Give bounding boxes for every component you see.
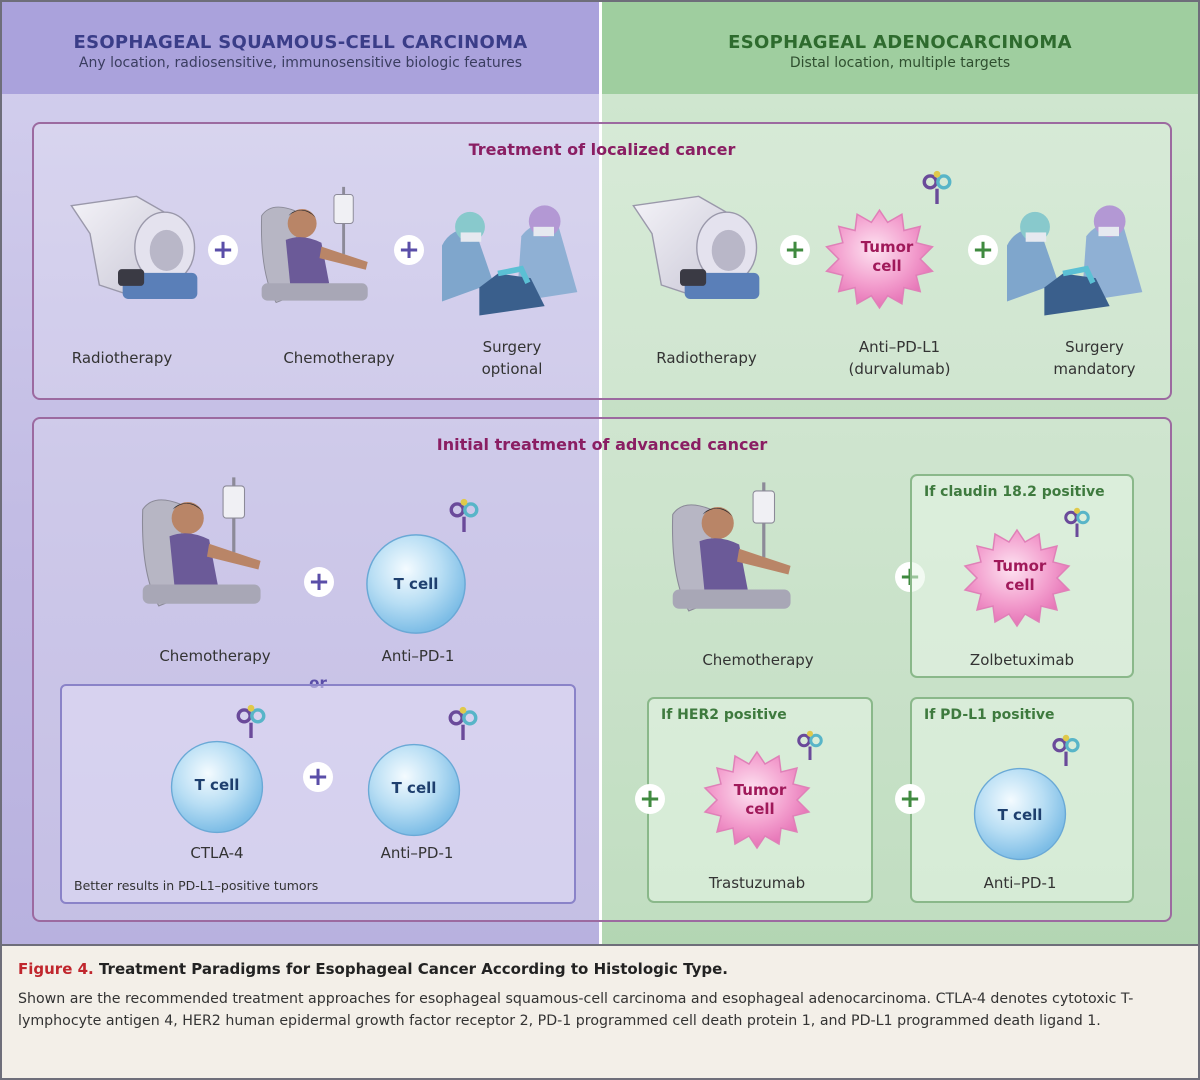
radiotherapy-label: Radiotherapy [656, 349, 757, 367]
plus-icon: + [635, 784, 665, 814]
column-divider [599, 2, 602, 944]
chemotherapy-label: Chemotherapy [283, 349, 395, 367]
plus-icon: + [780, 235, 810, 265]
tumor-cell-text: Tumor cell [860, 238, 914, 275]
anti-pd-1-label: Anti–PD-1 [983, 874, 1057, 892]
tumor-cell-text: Tumor cell [733, 781, 787, 818]
figure-number: Figure 4. [18, 960, 94, 978]
caption-body: Shown are the recommended treatment appr… [18, 991, 1134, 1029]
plus-icon: + [895, 784, 925, 814]
plus-icon: + [208, 235, 238, 265]
squamous-title: ESOPHAGEAL SQUAMOUS-CELL CARCINOMA [73, 32, 528, 53]
plus-icon: + [303, 762, 333, 792]
adeno-header [602, 2, 1198, 94]
antibody-icon [920, 170, 954, 204]
surgery-illustration [1007, 197, 1147, 322]
combination-box [60, 684, 576, 904]
ctla-4-label: CTLA-4 [190, 844, 244, 862]
plus-icon: + [968, 235, 998, 265]
t-cell-text: T cell [997, 806, 1043, 824]
antibody-icon [1050, 734, 1082, 766]
antibody-icon [795, 730, 825, 760]
tumor-cell-text: Tumor cell [993, 557, 1047, 594]
radiotherapy-illustration [62, 187, 202, 327]
figure-caption: Figure 4. Treatment Paradigms for Esopha… [2, 944, 1198, 1078]
adeno-subtitle: Distal location, multiple targets [789, 55, 1011, 71]
chemotherapy-illustration [662, 477, 812, 627]
zolbetuximab-label: Zolbetuximab [969, 651, 1075, 669]
t-cell-text: T cell [391, 779, 437, 797]
anti-pd-1-label: Anti–PD-1 [381, 647, 455, 665]
adeno-title: ESOPHAGEAL ADENOCARCINOMA [728, 32, 1072, 53]
surgery-illustration [442, 197, 582, 322]
caption-title: Treatment Paradigms for Esophageal Cance… [98, 960, 728, 978]
anti-pd-1-label: Anti–PD-1 [380, 844, 454, 862]
antibody-icon [1062, 507, 1092, 537]
antibody-icon [234, 704, 268, 738]
plus-icon: + [394, 235, 424, 265]
t-cell-text: T cell [393, 575, 439, 593]
squamous-header [2, 2, 599, 94]
antibody-icon [446, 706, 480, 740]
surgery-optional-label: Surgery optional [481, 338, 543, 378]
localized-title: Treatment of localized cancer [468, 140, 736, 159]
pd-l1-title: If PD-L1 positive [924, 707, 1055, 723]
trastuzumab-label: Trastuzumab [708, 874, 806, 892]
surgery-mandatory-label: Surgery mandatory [1053, 338, 1136, 378]
anti-pd-l1-label: Anti–PD-L1 (durvalumab) [848, 338, 951, 378]
caption-title-line: Figure 4. Treatment Paradigms for Esopha… [18, 960, 728, 978]
localized-panel: Treatment of localized cancer [32, 122, 1172, 400]
t-cell-text: T cell [194, 776, 240, 794]
chemotherapy-label: Chemotherapy [159, 647, 271, 665]
radiotherapy-illustration [624, 187, 764, 327]
chemotherapy-illustration [132, 472, 282, 622]
advanced-title: Initial treatment of advanced cancer [436, 435, 768, 454]
her2-title: If HER2 positive [661, 707, 787, 723]
plus-icon: + [304, 567, 334, 597]
chemotherapy-illustration [252, 182, 387, 317]
radiotherapy-label: Radiotherapy [71, 349, 173, 367]
antibody-icon [447, 498, 481, 532]
claudin-title: If claudin 18.2 positive [924, 484, 1105, 500]
chemotherapy-label: Chemotherapy [702, 651, 814, 669]
squamous-subtitle: Any location, radiosensitive, immunosens… [78, 55, 523, 71]
pd-l1-note: Better results in PD-L1–positive tumors [74, 878, 319, 893]
